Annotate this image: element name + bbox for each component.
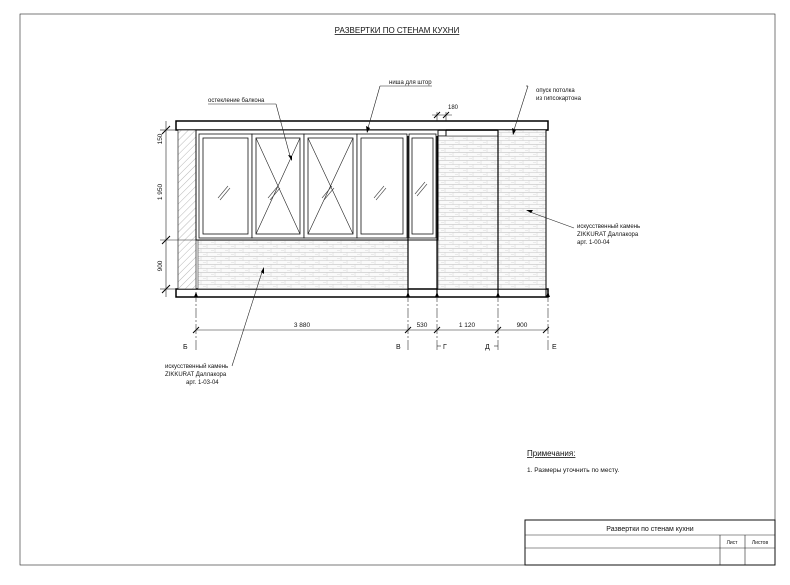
sheet-frame (19, 13, 776, 566)
left-wall-section (177, 129, 197, 290)
notes-item-1: 1. Размеры уточнить по месту. (527, 467, 619, 474)
notes-block: Примечания: 1. Размеры уточнить по месту… (527, 449, 619, 474)
niche-dimension: 180 (432, 105, 459, 121)
axis-label-d: Д (485, 344, 490, 351)
dim-h-900: 900 (517, 322, 528, 329)
dim-niche-180: 180 (448, 105, 459, 111)
callout-stone-left-line2: ZIKKURAT Даллакора (165, 372, 227, 378)
stamp-sheets-label: Листов (752, 540, 769, 546)
stamp-title: Развертки по стенам кухни (606, 526, 694, 533)
title-block: Развертки по стенам кухни Лист Листов (524, 519, 776, 566)
axis-label-b: Б (183, 344, 188, 351)
callouts: остекление балкона ниша для штор опуск п… (165, 80, 640, 386)
dim-v-150: 150 (157, 133, 164, 144)
callout-ceiling-line2: из гипсокартона (536, 96, 582, 102)
axis-lines: Б В Г Д Е (183, 292, 557, 352)
axis-label-v: В (396, 344, 401, 351)
stone-panel-lower-left (197, 239, 409, 290)
floor-slab (175, 288, 549, 298)
vertical-dimensions: 150 1 950 900 (157, 121, 196, 297)
dim-v-1950: 1 950 (157, 183, 164, 200)
callout-glazing: остекление балкона (208, 98, 265, 104)
stone-panel-wall-d (497, 129, 547, 290)
stamp-sheet-label: Лист (727, 540, 739, 546)
callout-stone-right-line1: искусственный камень (577, 223, 640, 230)
horizontal-dimensions: 3 880 530 1 120 900 (192, 322, 550, 334)
dim-h-1120: 1 120 (459, 322, 476, 329)
axis-label-g: Г (443, 344, 447, 351)
dim-h-530: 530 (417, 322, 428, 329)
callout-stone-right-line2: ZIKKURAT Даллакора (577, 232, 639, 238)
notes-heading: Примечания: (527, 449, 575, 458)
dim-v-900: 900 (157, 260, 164, 271)
callout-ceiling-line1: опуск потолка (536, 88, 575, 94)
dim-h-3880: 3 880 (294, 322, 311, 329)
ceiling-slab (175, 120, 549, 131)
callout-stone-left-line3: арт. 1-03-04 (186, 380, 219, 386)
wall-elevation (175, 120, 549, 298)
callout-stone-left-line1: искусственный камень (165, 363, 228, 370)
callout-stone-right-line3: арт. 1-00-04 (577, 240, 610, 246)
stone-panel-wall-g (437, 135, 499, 290)
callout-niche: ниша для штор (389, 80, 432, 86)
drawing-title: РАЗВЕРТКИ ПО СТЕНАМ КУХНИ (335, 26, 460, 35)
axis-label-e: Е (552, 344, 557, 351)
